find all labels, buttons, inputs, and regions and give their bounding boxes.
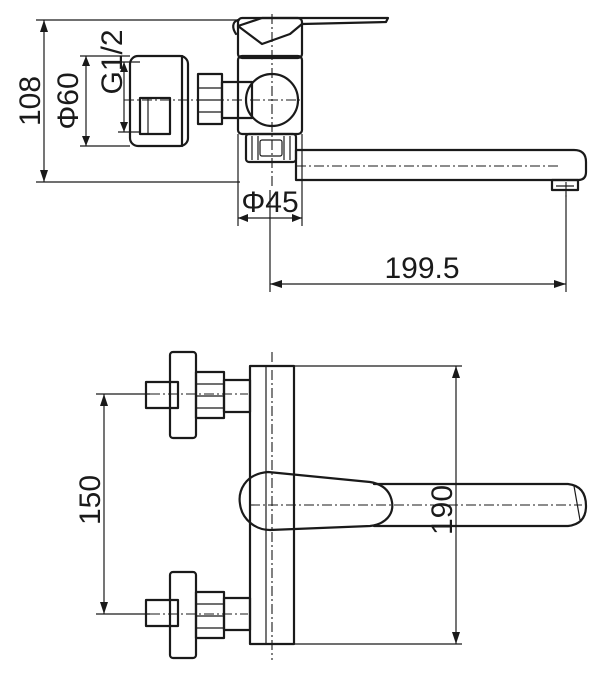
inlet-pipe — [138, 96, 172, 136]
thread-dimension: G1/2 — [96, 29, 140, 133]
body-diameter-label: Φ60 — [52, 72, 85, 129]
upper-inlet — [144, 350, 252, 440]
lever-handle-top — [238, 470, 394, 532]
spout-reach-dimension: 199.5 — [269, 190, 567, 292]
body-diameter-dimension: Φ60 — [52, 55, 130, 147]
aerator — [550, 178, 580, 192]
lower-nut — [194, 590, 226, 640]
lower-flange — [168, 570, 198, 660]
lever-handle — [236, 16, 390, 46]
upper-flange — [168, 350, 198, 440]
wall-flange — [128, 54, 190, 148]
height-label: 108 — [14, 76, 47, 126]
side-view: 108 Φ60 G1/2 — [14, 14, 588, 292]
inlet-spacing-dimension: 150 — [74, 393, 150, 615]
top-view: 150 190 — [74, 350, 588, 660]
inlet-spacing-label: 150 — [74, 475, 107, 525]
spout-nut — [244, 132, 298, 164]
height-dimension: 108 — [14, 19, 240, 183]
thread-label: G1/2 — [96, 29, 129, 94]
spout-reach-label: 199.5 — [384, 252, 459, 285]
cartridge-cap — [236, 16, 304, 60]
spout-top — [372, 482, 588, 528]
upper-nut — [194, 370, 226, 420]
spout — [294, 148, 588, 182]
inlet-nut — [196, 72, 224, 126]
lower-inlet — [144, 570, 252, 660]
body-length-label: 190 — [426, 485, 459, 535]
